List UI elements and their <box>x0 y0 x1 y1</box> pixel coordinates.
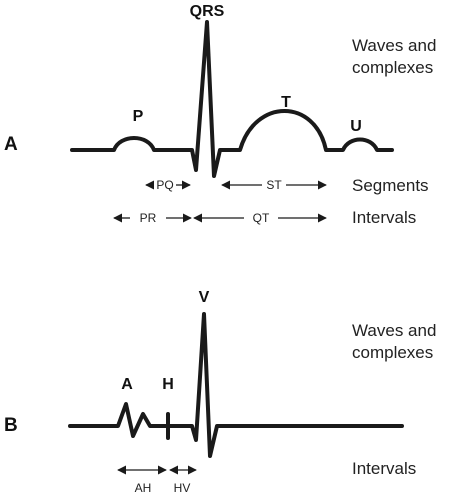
v-wave-label: V <box>199 289 210 306</box>
pr-interval-label: PR <box>140 211 157 225</box>
qt-interval-arrow: QT <box>193 211 327 225</box>
a-wave-label: A <box>121 376 133 393</box>
p-wave-label: P <box>133 108 144 125</box>
panel-b: B A H V Waves and complexes Intervals AH… <box>4 289 436 495</box>
panel-b-label: B <box>4 415 18 436</box>
pr-interval-arrow: PR <box>113 211 192 225</box>
st-segment-label: ST <box>266 178 282 192</box>
t-wave-label: T <box>281 94 291 111</box>
h-wave-label: H <box>162 376 174 393</box>
panel-a-waves-label-line1: Waves and <box>352 36 436 55</box>
panel-a: A P QRS T U Waves and complexes Segments… <box>4 3 436 227</box>
hv-interval-label: HV <box>174 481 191 495</box>
qt-interval-label: QT <box>253 211 270 225</box>
ah-interval-label: AH <box>135 481 152 495</box>
pq-segment-arrow: PQ <box>145 178 191 192</box>
panel-b-waves-label-line1: Waves and <box>352 321 436 340</box>
panel-a-label: A <box>4 134 18 155</box>
panel-a-waves-label-line2: complexes <box>352 58 433 77</box>
panel-b-his-bundle-trace <box>68 312 404 458</box>
st-segment-arrow: ST <box>221 178 327 192</box>
panel-a-ecg-trace <box>70 20 394 178</box>
ah-interval-arrow: AH <box>117 465 167 495</box>
segments-label: Segments <box>352 176 429 195</box>
qrs-complex-label: QRS <box>190 3 225 20</box>
u-wave-label: U <box>350 118 362 135</box>
pq-segment-label: PQ <box>156 178 173 192</box>
panel-b-waves-label-line2: complexes <box>352 343 433 362</box>
panel-b-intervals-label: Intervals <box>352 459 416 478</box>
panel-a-intervals-label: Intervals <box>352 208 416 227</box>
hv-interval-arrow: HV <box>169 465 197 495</box>
